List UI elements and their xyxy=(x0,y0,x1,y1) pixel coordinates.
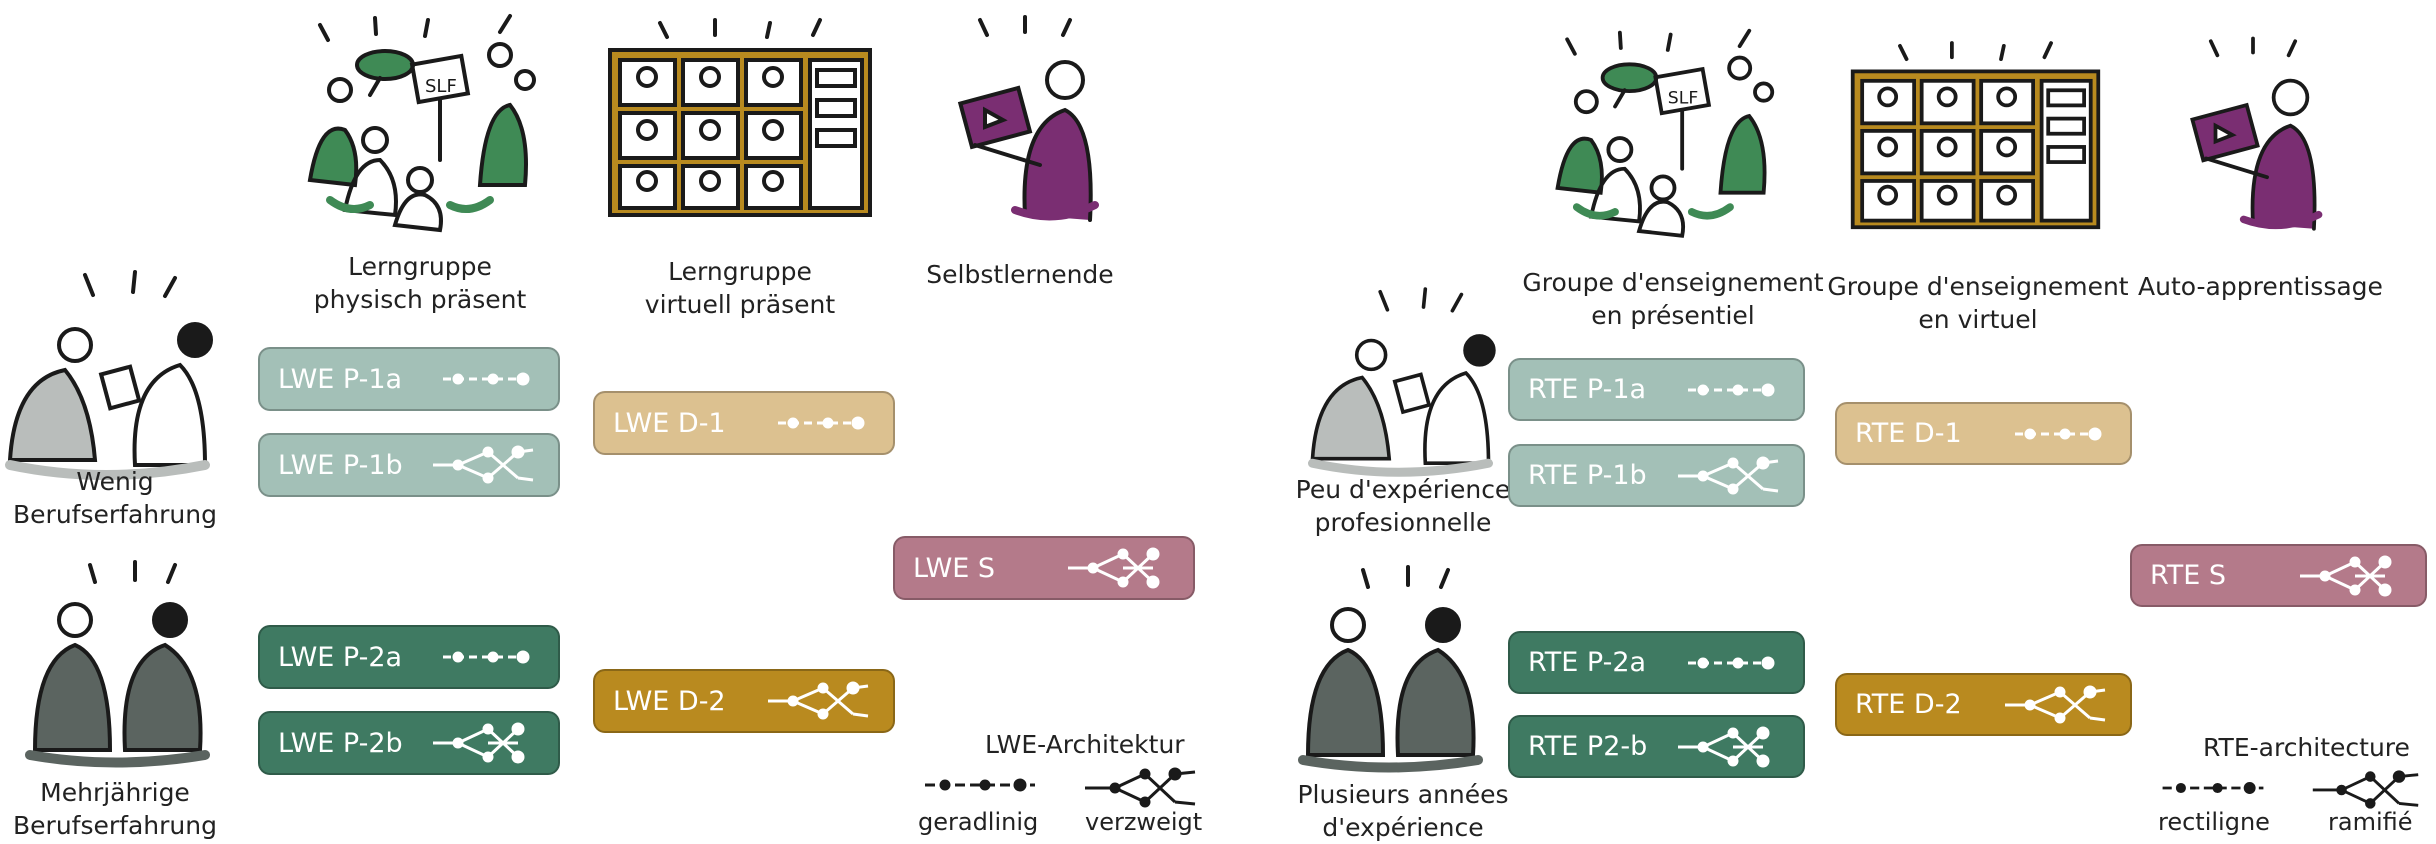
box-p1b: RTE P-1b xyxy=(1508,444,1805,507)
column-label-self-learner: Selbstlernende xyxy=(920,258,1120,291)
box-label: LWE P-2a xyxy=(278,641,403,673)
row-label-experienced: Plusieurs années d'expérience xyxy=(1278,778,1528,844)
linear-path-icon xyxy=(1688,383,1778,396)
column-label-group-virtual: Lerngruppe virtuell präsent xyxy=(620,255,860,321)
box-label: RTE S xyxy=(2150,560,2227,591)
column-label-line: physisch präsent xyxy=(313,285,527,314)
box-p2b: LWE P-2b xyxy=(258,711,560,775)
box-d1: RTE D-1 xyxy=(1835,402,2132,465)
box-p1a: LWE P-1a xyxy=(258,347,560,411)
video-grid-icon xyxy=(1850,41,2101,230)
box-d1: LWE D-1 xyxy=(593,391,895,455)
architecture-title: LWE-Architektur xyxy=(985,730,1185,759)
box-label: LWE P-1a xyxy=(278,363,403,395)
linear-path-icon xyxy=(1688,656,1778,669)
linear-path-icon xyxy=(443,650,533,664)
column-label-line: Lerngruppe xyxy=(668,257,812,286)
row-label-line: Plusieurs années xyxy=(1297,780,1509,809)
box-p2a: RTE P-2a xyxy=(1508,631,1805,694)
branched-path-icon xyxy=(1068,547,1160,589)
box-label: RTE P-2a xyxy=(1528,647,1647,678)
row-label-line: Berufserfahrung xyxy=(13,500,217,529)
column-label-group-virtual: Groupe d'enseignement en virtuel xyxy=(1818,270,2138,336)
box-d2: LWE D-2 xyxy=(593,669,895,733)
box-label: LWE P-1b xyxy=(278,449,403,481)
box-p2b: RTE P2-b xyxy=(1508,715,1805,778)
video-grid-icon xyxy=(608,18,872,217)
group-presentation-icon: SLF xyxy=(1555,28,1775,238)
linear-path-icon xyxy=(2015,427,2105,440)
branched-path-icon xyxy=(1678,456,1779,494)
box-p2a: LWE P-2a xyxy=(258,625,560,689)
svg-text:SLF: SLF xyxy=(1668,89,1698,109)
box-s: LWE S xyxy=(893,536,1195,600)
column-label-group-present: Groupe d'enseignement en présentiel xyxy=(1513,266,1833,332)
column-label-self-learner: Auto-apprentissage xyxy=(2138,270,2383,303)
column-label-group-present: Lerngruppe physisch präsent xyxy=(300,250,540,316)
column-label-line: en présentiel xyxy=(1591,301,1755,330)
box-label: RTE P2-b xyxy=(1528,731,1648,762)
architecture-title: RTE-architecture xyxy=(2203,733,2410,762)
branched-path-icon xyxy=(768,681,869,720)
box-label: RTE P-1b xyxy=(1528,460,1647,491)
box-p1b: LWE P-1b xyxy=(258,433,560,497)
row-label-line: profesionnelle xyxy=(1314,508,1492,537)
column-label-line: Lerngruppe xyxy=(348,252,492,281)
column-label-line: Groupe d'enseignement xyxy=(1827,272,2129,301)
two-people-standing-icon xyxy=(1298,565,1483,773)
row-label-novice: Wenig Berufserfahrung xyxy=(0,465,230,531)
box-p1a: RTE P-1a xyxy=(1508,358,1805,421)
box-s: RTE S xyxy=(2130,544,2427,607)
box-label: LWE D-2 xyxy=(613,685,726,717)
panel-french: SLF xyxy=(1218,0,2436,844)
branched-path-icon xyxy=(2005,685,2106,723)
laptop-learner-icon xyxy=(2190,36,2323,231)
row-label-line: d'expérience xyxy=(1322,813,1484,842)
linear-path-icon xyxy=(443,372,533,386)
column-label-line: en virtuel xyxy=(1918,305,2038,334)
two-people-standing-icon xyxy=(25,560,210,768)
laptop-learner-icon xyxy=(957,15,1099,222)
linear-path-icon xyxy=(925,778,1035,792)
branched-path-icon xyxy=(1678,726,1770,767)
box-d2: RTE D-2 xyxy=(1835,673,2132,736)
group-presentation-icon: SLF xyxy=(307,14,536,233)
box-label: LWE S xyxy=(913,552,996,584)
branched-path-icon xyxy=(2312,770,2419,809)
box-label: RTE D-1 xyxy=(1855,418,1962,449)
column-label-line: Selbstlernende xyxy=(926,260,1114,289)
architecture-linear-label: geradlinig xyxy=(918,808,1039,836)
svg-text:SLF: SLF xyxy=(425,76,457,97)
linear-path-icon xyxy=(2162,782,2264,794)
box-label: LWE D-1 xyxy=(613,407,726,439)
linear-path-icon xyxy=(778,416,868,430)
branched-path-icon xyxy=(2300,555,2392,596)
box-label: RTE D-2 xyxy=(1855,689,1962,720)
row-label-novice: Peu d'expérience profesionnelle xyxy=(1278,473,1528,539)
architecture-branched-label: ramifié xyxy=(2328,808,2413,836)
column-label-line: Auto-apprentissage xyxy=(2138,272,2383,301)
row-label-line: Peu d'expérience xyxy=(1295,475,1511,504)
branched-path-icon xyxy=(1085,767,1196,808)
row-label-line: Mehrjährige xyxy=(40,778,190,807)
branched-path-icon xyxy=(433,722,525,764)
row-label-line: Berufserfahrung xyxy=(13,811,217,840)
row-label-experienced: Mehrjährige Berufserfahrung xyxy=(0,776,230,842)
row-label-line: Wenig xyxy=(76,467,154,496)
panel-german: SLF xyxy=(0,0,1218,841)
architecture-linear-label: rectiligne xyxy=(2158,808,2270,836)
box-label: RTE P-1a xyxy=(1528,374,1647,405)
two-people-book-icon xyxy=(5,270,213,480)
two-people-book-icon xyxy=(1308,287,1496,477)
column-label-line: virtuell präsent xyxy=(644,290,836,319)
box-label: LWE P-2b xyxy=(278,727,403,759)
architecture-branched-label: verzweigt xyxy=(1085,808,1203,836)
branched-path-icon xyxy=(433,445,534,484)
column-label-line: Groupe d'enseignement xyxy=(1522,268,1824,297)
